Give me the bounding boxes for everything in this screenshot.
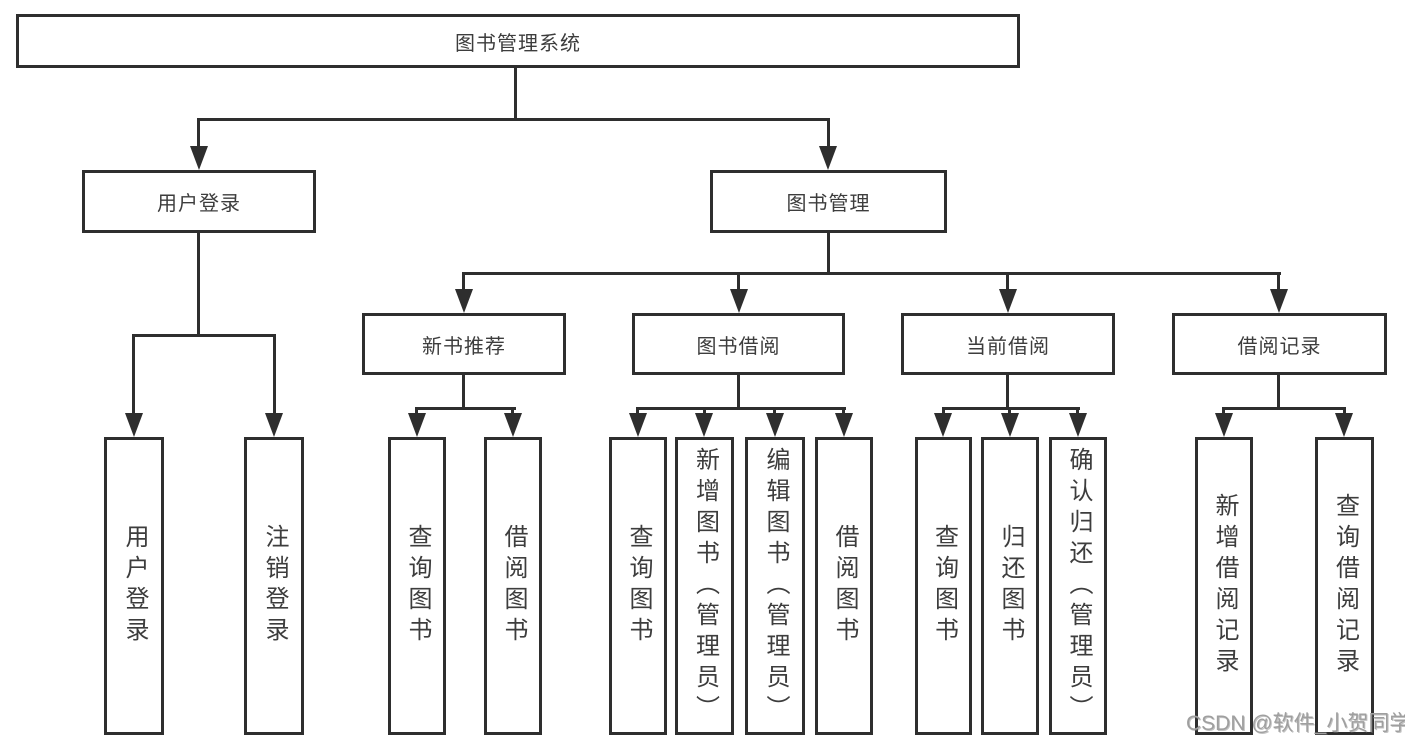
connector-line bbox=[1222, 407, 1225, 416]
connector-line bbox=[462, 272, 465, 292]
arrow-down-icon bbox=[629, 413, 647, 437]
connector-line bbox=[942, 407, 1080, 410]
arrow-down-icon bbox=[819, 146, 837, 170]
connector-line bbox=[636, 407, 639, 416]
arrow-down-icon bbox=[695, 413, 713, 437]
arrow-down-icon bbox=[1270, 289, 1288, 313]
arrow-down-icon bbox=[1001, 413, 1019, 437]
arrow-down-icon bbox=[999, 289, 1017, 313]
leaf-return-books: 归还图书 bbox=[981, 437, 1039, 735]
leaf-label: 新增借阅记录 bbox=[1211, 493, 1238, 679]
node-new-book-recommend: 新书推荐 bbox=[362, 313, 566, 375]
node-current-borrowing: 当前借阅 bbox=[901, 313, 1115, 375]
leaf-logout: 注销登录 bbox=[244, 437, 304, 735]
connector-line bbox=[827, 231, 830, 274]
leaf-add-borrow-record: 新增借阅记录 bbox=[1195, 437, 1253, 735]
connector-line bbox=[1277, 272, 1280, 292]
connector-line bbox=[462, 373, 465, 409]
connector-line bbox=[197, 231, 200, 336]
connector-line bbox=[773, 407, 776, 416]
leaf-label: 新增图书（管理员） bbox=[691, 446, 719, 726]
arrow-down-icon bbox=[504, 413, 522, 437]
arrow-down-icon bbox=[766, 413, 784, 437]
connector-line bbox=[511, 407, 514, 416]
connector-line bbox=[514, 66, 517, 120]
leaf-label: 编辑图书（管理员） bbox=[762, 446, 789, 726]
arrow-down-icon bbox=[190, 146, 208, 170]
connector-line bbox=[132, 334, 276, 337]
leaf-label: 用户登录 bbox=[121, 524, 148, 648]
connector-line bbox=[737, 373, 740, 409]
connector-line bbox=[415, 407, 418, 416]
leaf-label: 查询图书 bbox=[625, 524, 652, 648]
node-borrowing-records: 借阅记录 bbox=[1172, 313, 1387, 375]
leaf-user-login: 用户登录 bbox=[104, 437, 164, 735]
leaf-label: 查询借阅记录 bbox=[1331, 493, 1359, 679]
arrow-down-icon bbox=[835, 413, 853, 437]
connector-line bbox=[197, 118, 830, 121]
arrow-down-icon bbox=[1069, 413, 1087, 437]
connector-line bbox=[827, 118, 830, 148]
connector-line bbox=[1006, 373, 1009, 409]
node-book-borrowing: 图书借阅 bbox=[632, 313, 845, 375]
connector-line bbox=[132, 334, 135, 415]
leaf-label: 查询图书 bbox=[930, 524, 958, 648]
connector-line bbox=[636, 407, 846, 410]
arrow-down-icon bbox=[730, 289, 748, 313]
node-library-management-system: 图书管理系统 bbox=[16, 14, 1020, 68]
csdn-watermark: CSDN @软件_小贺同学 bbox=[1186, 712, 1405, 735]
connector-line bbox=[737, 272, 740, 292]
leaf-query-books-borrowing: 查询图书 bbox=[609, 437, 667, 735]
connector-line bbox=[1006, 272, 1009, 292]
connector-line bbox=[463, 272, 1281, 275]
node-user-login-group: 用户登录 bbox=[82, 170, 316, 233]
leaf-borrow-books: 借阅图书 bbox=[815, 437, 873, 735]
leaf-query-borrow-record: 查询借阅记录 bbox=[1315, 437, 1374, 735]
arrow-down-icon bbox=[934, 413, 952, 437]
leaf-label: 确认归还（管理员） bbox=[1065, 446, 1092, 726]
leaf-query-books-recommend: 查询图书 bbox=[388, 437, 446, 735]
connector-line bbox=[273, 334, 276, 415]
leaf-add-books-admin: 新增图书（管理员） bbox=[675, 437, 734, 735]
arrow-down-icon bbox=[1215, 413, 1233, 437]
connector-line bbox=[1343, 407, 1346, 416]
connector-line bbox=[1008, 407, 1011, 416]
connector-line bbox=[197, 118, 200, 148]
connector-line bbox=[703, 407, 706, 416]
leaf-label: 注销登录 bbox=[261, 524, 288, 648]
connector-line bbox=[1277, 373, 1280, 409]
arrow-down-icon bbox=[1335, 413, 1353, 437]
arrow-down-icon bbox=[265, 413, 283, 437]
connector-line bbox=[942, 407, 945, 416]
connector-line bbox=[1076, 407, 1079, 416]
leaf-borrow-books-recommend: 借阅图书 bbox=[484, 437, 542, 735]
arrow-down-icon bbox=[408, 413, 426, 437]
arrow-down-icon bbox=[125, 413, 143, 437]
leaf-label: 借阅图书 bbox=[500, 524, 527, 648]
connector-line bbox=[842, 407, 845, 416]
connector-line bbox=[415, 407, 516, 410]
node-book-management: 图书管理 bbox=[710, 170, 947, 233]
leaf-label: 归还图书 bbox=[997, 524, 1024, 648]
arrow-down-icon bbox=[455, 289, 473, 313]
leaf-query-books-current: 查询图书 bbox=[915, 437, 972, 735]
leaf-label: 查询图书 bbox=[404, 524, 431, 648]
leaf-confirm-return-admin: 确认归还（管理员） bbox=[1049, 437, 1107, 735]
leaf-label: 借阅图书 bbox=[831, 524, 858, 648]
leaf-edit-books-admin: 编辑图书（管理员） bbox=[745, 437, 805, 735]
connector-line bbox=[1222, 407, 1346, 410]
